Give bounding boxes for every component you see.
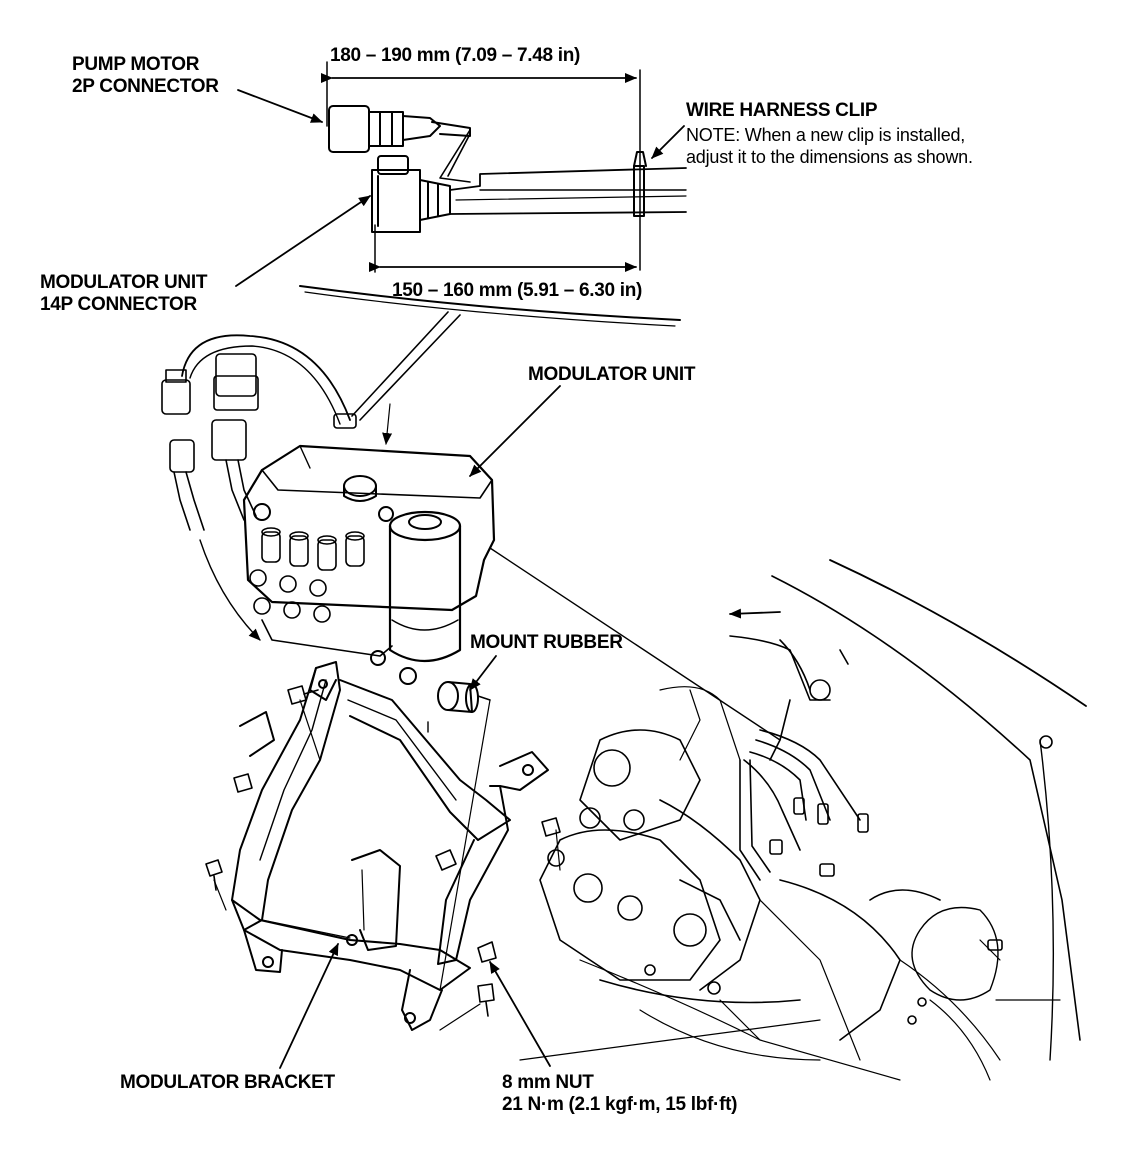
modulator-unit-connector-label: MODULATOR UNIT 14P CONNECTOR — [40, 272, 207, 316]
pump-motor-2p-connector — [329, 106, 470, 152]
modulator-connector-label-line1: MODULATOR UNIT — [40, 272, 208, 293]
connector-detail-inset — [236, 62, 686, 420]
nut-size-label: 8 mm NUT — [502, 1072, 594, 1093]
wire-harness-clip — [634, 152, 646, 216]
dimension-bottom-label: 150 – 160 mm (5.91 – 6.30 in) — [392, 280, 643, 301]
pump-motor-label-line1: PUMP MOTOR — [72, 54, 200, 75]
pump-motor — [390, 512, 460, 661]
clip-note: NOTE: When a new clip is installed, adju… — [686, 124, 973, 168]
modulator-bracket — [232, 662, 548, 1030]
modulator-unit — [244, 446, 494, 684]
pump-motor-connector-label: PUMP MOTOR 2P CONNECTOR — [72, 54, 219, 98]
harness-connectors-left — [162, 335, 393, 641]
pump-motor-label-line2: 2P CONNECTOR — [72, 76, 219, 97]
valve-bodies — [250, 528, 364, 622]
modulator-connector-label-line2: 14P CONNECTOR — [40, 294, 197, 315]
alignment-lines — [214, 700, 560, 1030]
clip-note-line2: adjust it to the dimensions as shown. — [686, 147, 973, 167]
modulator-14p-connector — [372, 156, 450, 232]
mount-rubber — [428, 682, 490, 732]
wire-harness-bundle — [450, 168, 686, 214]
nut-label: 8 mm NUT 21 N·m (2.1 kgf·m, 15 lbf·ft) — [502, 1072, 737, 1116]
modulator-unit-label: MODULATOR UNIT — [528, 364, 696, 385]
mount-rubber-label: MOUNT RUBBER — [470, 632, 623, 653]
dimension-top-label: 180 – 190 mm (7.09 – 7.48 in) — [330, 45, 581, 66]
wire-harness-clip-label: WIRE HARNESS CLIP — [686, 100, 878, 121]
modulator-bracket-label: MODULATOR BRACKET — [120, 1072, 335, 1093]
nut-torque-label: 21 N·m (2.1 kgf·m, 15 lbf·ft) — [502, 1094, 738, 1115]
engine-compartment — [490, 548, 1086, 1080]
clip-note-line1: NOTE: When a new clip is installed, — [686, 125, 966, 145]
